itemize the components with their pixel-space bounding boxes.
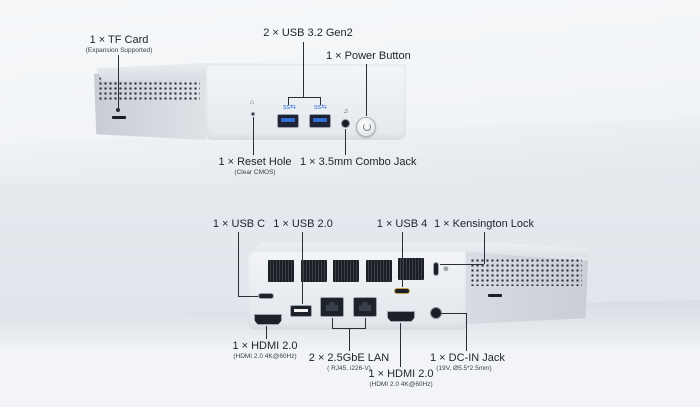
tf-card-leader — [118, 55, 119, 110]
tf-card-title: 1 × TF Card — [89, 34, 149, 46]
power-leader — [366, 64, 367, 116]
usb20-port — [290, 305, 312, 317]
usb32-title: 2 × USB 3.2 Gen2 — [263, 27, 353, 39]
lan-bracket-right — [365, 318, 366, 328]
hdmi-right-label: 1 × HDMI 2.0 (HDMI 2.0 4K@60Hz) — [366, 368, 436, 389]
usb32-bracket — [288, 97, 320, 98]
lan-bracket — [332, 328, 366, 329]
exhaust-grille-3 — [333, 260, 359, 282]
kensington-leader-h — [440, 264, 484, 265]
usb-c-label: 1 × USB C — [207, 218, 271, 231]
lan-subtitle: ( RJ45, i226-V) — [327, 365, 371, 372]
lan-port-2 — [353, 297, 377, 317]
lan-label: 2 × 2.5GbE LAN ( RJ45, i226-V) — [306, 352, 392, 373]
usb32-label: 2 × USB 3.2 Gen2 — [260, 27, 356, 40]
exhaust-grille-1 — [268, 260, 294, 282]
usb20-title: 1 × USB 2.0 — [273, 218, 333, 230]
hdmi-right-leader — [400, 323, 401, 367]
hdmi-left-label: 1 × HDMI 2.0 (HDMI 2.0 4K@60Hz) — [230, 340, 300, 361]
exhaust-grille-4 — [366, 260, 392, 282]
kensington-lock-slot — [433, 262, 439, 276]
tf-card-dot — [116, 108, 120, 112]
usb20-leader — [302, 232, 303, 304]
usb32-port-1 — [277, 114, 299, 128]
kensington-label: 1 × Kensington Lock — [434, 218, 534, 231]
usb-c-title: 1 × USB C — [212, 218, 266, 230]
usb-c-leader — [238, 232, 239, 296]
combo-jack-title: 1 × 3.5mm Combo Jack — [300, 156, 417, 168]
side-vent-rear — [470, 258, 582, 286]
usb32-bracket-right — [320, 97, 321, 105]
reset-hole — [251, 112, 255, 116]
dc-in-leader-h — [440, 313, 466, 314]
hdmi-right-title: 1 × HDMI 2.0 — [368, 368, 434, 380]
combo-jack-label: 1 × 3.5mm Combo Jack — [300, 156, 417, 169]
tf-card-slot — [112, 116, 126, 119]
usb4-title: 1 × USB 4 — [376, 218, 428, 230]
usb32-bracket-left — [288, 97, 289, 105]
lan-port-1 — [320, 297, 344, 317]
jack-leader — [345, 129, 346, 155]
usb-c-port — [258, 293, 274, 299]
hdmi-left-title: 1 × HDMI 2.0 — [232, 340, 298, 352]
hdmi-right-subtitle: (HDMI 2.0 4K@60Hz) — [369, 381, 433, 388]
device-front-panel — [206, 66, 406, 140]
usb-c-leader-h — [238, 296, 258, 297]
usb32-port-2 — [309, 114, 331, 128]
usb-ss-icon: ss⇆ — [314, 104, 327, 111]
usb32-leader — [303, 42, 304, 97]
usb4-leader — [402, 232, 403, 287]
usb4-label: 1 × USB 4 — [372, 218, 432, 231]
usb-ss-icon: ss⇆ — [283, 104, 296, 111]
kensington-leader — [484, 232, 485, 264]
usb4-port — [394, 288, 410, 294]
hdmi-left-subtitle: (HDMI 2.0 4K@60Hz) — [233, 353, 297, 360]
lock-icon: ⊕ — [443, 266, 449, 273]
background-bottom — [0, 348, 700, 407]
headphone-icon: ♫ — [343, 108, 349, 115]
dc-in-label: 1 × DC-IN Jack (19V, Ø5.5*2.5mm) — [430, 352, 505, 373]
combo-audio-jack — [341, 119, 350, 128]
tf-card-label: 1 × TF Card (Expansion Supported) — [78, 34, 160, 55]
reset-hole-subtitle: (Clear CMOS) — [234, 169, 276, 176]
dc-in-title: 1 × DC-IN Jack — [430, 352, 505, 364]
reset-hole-title: 1 × Reset Hole — [218, 156, 292, 168]
usb20-label: 1 × USB 2.0 — [270, 218, 336, 231]
power-button-label: 1 × Power Button — [326, 50, 411, 63]
lan-title: 2 × 2.5GbE LAN — [308, 352, 390, 364]
power-button — [356, 117, 376, 137]
reset-hole-icon: ⌂ — [250, 99, 255, 106]
side-slot — [488, 294, 502, 297]
dc-in-subtitle: (19V, Ø5.5*2.5mm) — [436, 365, 492, 372]
hdmi-left-leader — [266, 326, 267, 339]
kensington-title: 1 × Kensington Lock — [434, 218, 534, 230]
reset-hole-label: 1 × Reset Hole (Clear CMOS) — [218, 156, 292, 177]
hdmi-port-right — [387, 311, 415, 322]
power-button-title: 1 × Power Button — [326, 50, 411, 62]
exhaust-grille-5 — [398, 258, 424, 280]
dc-in-leader — [466, 313, 467, 351]
exhaust-grille-2 — [301, 260, 327, 282]
lan-leader — [349, 328, 350, 351]
reset-leader — [253, 117, 254, 155]
lan-bracket-left — [332, 318, 333, 328]
tf-card-subtitle: (Expansion Supported) — [85, 47, 153, 54]
hdmi-port-left — [254, 314, 282, 325]
